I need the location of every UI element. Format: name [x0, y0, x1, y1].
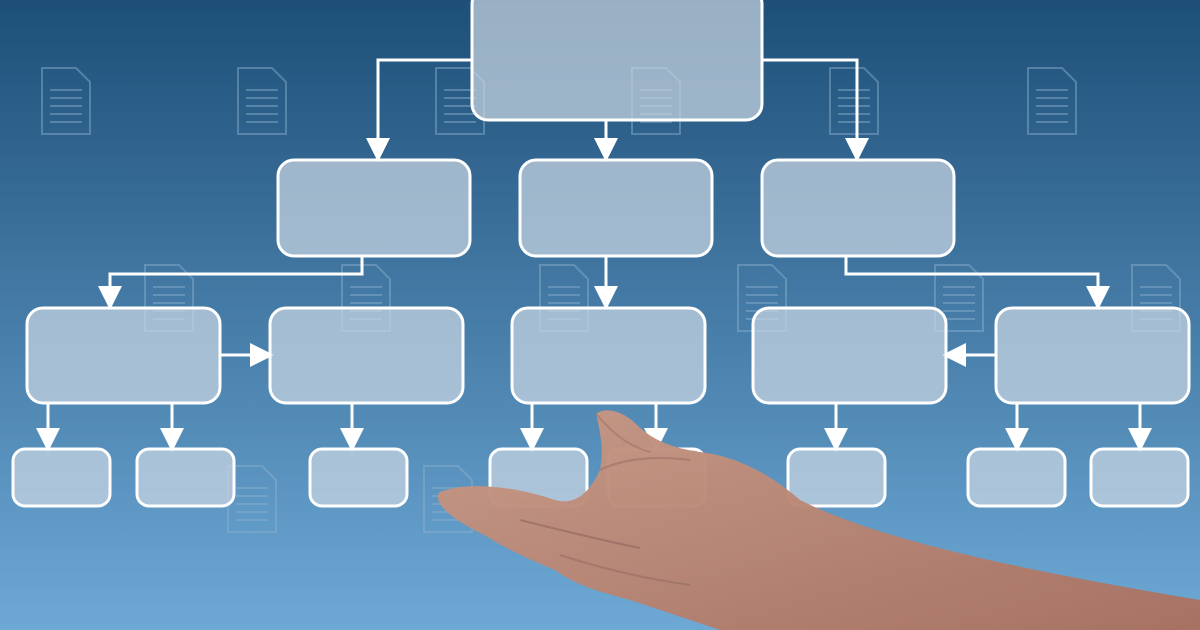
node-level3 — [966, 447, 1067, 508]
node-level2 — [751, 306, 948, 405]
node-level3 — [1089, 447, 1190, 508]
node-level2 — [25, 306, 222, 405]
finger-edge — [599, 457, 691, 471]
document-icon — [41, 67, 91, 135]
thumb-edge — [595, 413, 651, 453]
document-icon — [1027, 67, 1077, 135]
node-level3 — [786, 447, 887, 508]
hand — [437, 410, 1200, 630]
node-level3 — [135, 447, 236, 508]
hand-crease — [519, 519, 641, 549]
hand-crease — [559, 554, 691, 586]
connector-arrow — [98, 256, 364, 310]
node-level1-center — [518, 158, 714, 258]
document-icon — [237, 67, 287, 135]
node-level2 — [268, 306, 465, 405]
document-icon — [737, 264, 787, 332]
node-root — [470, 0, 764, 122]
node-level2 — [994, 306, 1191, 405]
node-level1-left — [276, 158, 472, 258]
connectors — [36, 58, 1152, 452]
node-level3 — [308, 447, 409, 508]
document-icon — [227, 465, 277, 533]
connector-arrow — [762, 58, 869, 162]
node-level3 — [11, 447, 112, 508]
connector-arrow — [844, 256, 1110, 310]
hand-palm — [437, 410, 1200, 630]
node-level2 — [510, 306, 707, 405]
node-level1-right — [760, 158, 956, 258]
connector-arrow — [366, 58, 472, 162]
